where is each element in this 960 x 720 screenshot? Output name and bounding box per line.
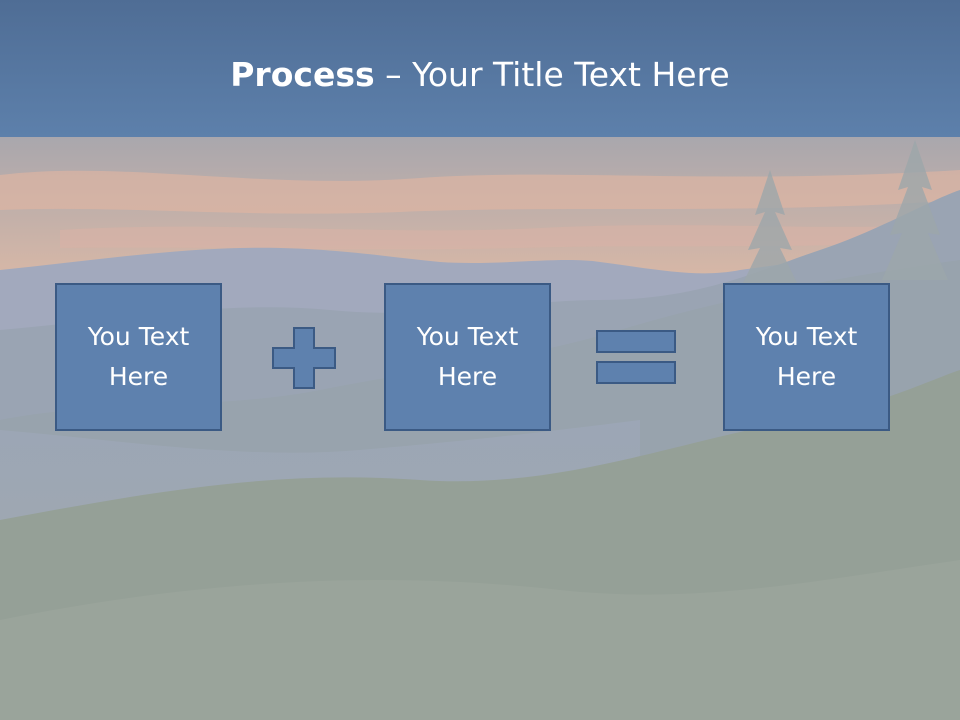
process-box-3[interactable]: You Text Here [723, 283, 890, 431]
process-box-1-label: You Text Here [87, 322, 190, 391]
process-box-1[interactable]: You Text Here [55, 283, 222, 431]
slide-title: Process – Your Title Text Here [0, 52, 960, 98]
title-dash: – [374, 55, 413, 94]
process-box-3-label: You Text Here [755, 322, 858, 391]
title-bar: Process – Your Title Text Here [0, 0, 960, 137]
equals-icon [596, 330, 676, 384]
process-box-2-label: You Text Here [416, 322, 519, 391]
title-text: Your Title Text Here [412, 55, 730, 94]
plus-icon [272, 327, 336, 389]
process-box-2[interactable]: You Text Here [384, 283, 551, 431]
title-bold-word: Process [230, 55, 375, 94]
